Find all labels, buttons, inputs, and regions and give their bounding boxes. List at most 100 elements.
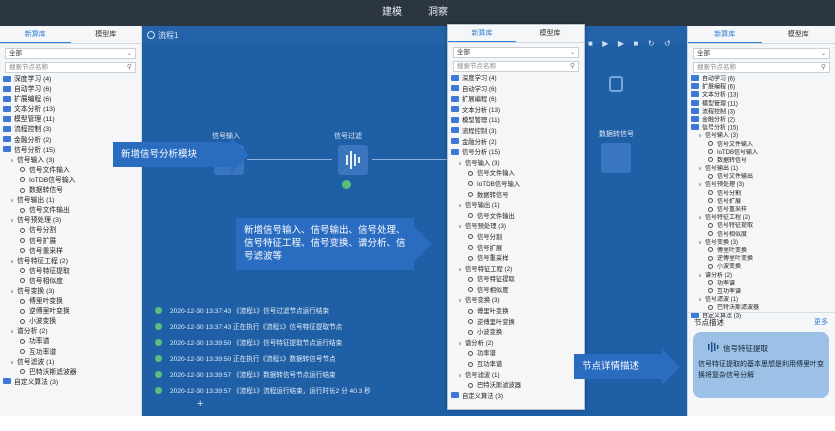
tree-leaf-node[interactable]: 数据转信号: [0, 186, 141, 196]
tree-leaf-node[interactable]: 数据转信号: [448, 191, 584, 202]
chevron-down-icon[interactable]: ∨: [10, 258, 14, 265]
tree-leaf-node[interactable]: IoTDB信号输入: [0, 176, 141, 186]
tree-leaf-node[interactable]: 功率谱: [688, 280, 835, 288]
tree-category[interactable]: 深度学习 (4): [0, 75, 141, 85]
nav-modeling[interactable]: 建模: [382, 7, 402, 18]
tree-leaf-node[interactable]: 信号分割: [448, 233, 584, 244]
chevron-down-icon[interactable]: ∨: [698, 215, 702, 222]
tree-category[interactable]: ∨信号变换 (3): [688, 239, 835, 247]
tree-category[interactable]: 扩展编程 (6): [0, 95, 141, 105]
tree-category[interactable]: ∨信号输入 (3): [448, 159, 584, 170]
tree-leaf-node[interactable]: 信号文件输入: [0, 166, 141, 176]
tree-leaf-node[interactable]: 信号扩展: [688, 198, 835, 206]
tree-leaf-node[interactable]: IoTDB信号输入: [688, 149, 835, 157]
tab-model-library[interactable]: 模型库: [787, 31, 809, 38]
tree-category[interactable]: ∨信号特征工程 (2): [0, 257, 141, 267]
tree-category[interactable]: ∨信号输入 (3): [0, 156, 141, 166]
tree-category[interactable]: 自动学习 (6): [0, 85, 141, 95]
tree-category[interactable]: 模型管理 (11): [0, 115, 141, 125]
chevron-down-icon[interactable]: ∨: [458, 266, 462, 273]
tree-category[interactable]: ∨谱分析 (2): [448, 339, 584, 350]
tree-category[interactable]: 自动学习 (6): [448, 85, 584, 96]
step-icon[interactable]: ▶: [617, 39, 625, 48]
tree-leaf-node[interactable]: 功率谱: [448, 349, 584, 360]
chevron-down-icon[interactable]: ∨: [10, 157, 14, 164]
tree-category[interactable]: ∨信号特征工程 (2): [688, 214, 835, 222]
tree-leaf-node[interactable]: 傅里叶变换: [0, 297, 141, 307]
tree-leaf-node[interactable]: 信号文件输入: [688, 141, 835, 149]
tree-category[interactable]: ∨信号变换 (3): [448, 296, 584, 307]
tree-category[interactable]: ∨信号输入 (3): [688, 132, 835, 140]
chevron-down-icon[interactable]: ∨: [698, 297, 702, 304]
chevron-down-icon[interactable]: ∨: [698, 182, 702, 189]
chevron-down-icon[interactable]: ∨: [458, 340, 462, 347]
tree-leaf-node[interactable]: 信号重采样: [448, 254, 584, 265]
tree-category[interactable]: 扩展编程 (6): [688, 83, 835, 91]
tree-category[interactable]: 信号分析 (15): [448, 148, 584, 159]
run-icon[interactable]: ▶: [602, 39, 609, 48]
chevron-down-icon[interactable]: ∨: [698, 133, 702, 140]
flow-title[interactable]: 流程1: [158, 31, 179, 40]
tree-leaf-node[interactable]: 小波变换: [688, 263, 835, 271]
tree-leaf-node[interactable]: 信号重采样: [0, 247, 141, 257]
chevron-down-icon[interactable]: ∨: [10, 218, 14, 225]
chevron-down-icon[interactable]: ∨: [10, 359, 14, 366]
chevron-down-icon[interactable]: ∨: [458, 224, 462, 231]
tab-model-library[interactable]: 模型库: [95, 31, 117, 38]
chevron-down-icon[interactable]: ∨: [698, 272, 702, 279]
tree-leaf-node[interactable]: IoTDB信号输入: [448, 180, 584, 191]
save-icon[interactable]: ■: [588, 39, 593, 48]
tree-leaf-node[interactable]: 数据转信号: [688, 157, 835, 165]
chevron-down-icon[interactable]: ∨: [458, 203, 462, 210]
tree-leaf-node[interactable]: 信号扩展: [0, 237, 141, 247]
tree-leaf-node[interactable]: 信号重采样: [688, 206, 835, 214]
tab-new-library[interactable]: 新算库: [688, 26, 762, 43]
tree-leaf-node[interactable]: 信号相似度: [688, 231, 835, 239]
tree-leaf-node[interactable]: 信号相似度: [448, 286, 584, 297]
tree-category[interactable]: 信号分析 (15): [0, 146, 141, 156]
tree-leaf-node[interactable]: 逆傅里叶变换: [0, 307, 141, 317]
chevron-down-icon[interactable]: ∨: [458, 160, 462, 167]
chevron-down-icon[interactable]: ∨: [698, 166, 702, 173]
tree-leaf-node[interactable]: 巴特沃斯滤波器: [688, 304, 835, 312]
tree-category[interactable]: ∨信号变换 (3): [0, 287, 141, 297]
tree-category[interactable]: 文本分析 (13): [0, 105, 141, 115]
undo-icon[interactable]: ↺: [663, 39, 671, 48]
tree-leaf-node[interactable]: 逆傅里叶变换: [688, 255, 835, 263]
tree-leaf-node[interactable]: 小波变换: [448, 328, 584, 339]
tree-category[interactable]: ∨信号输出 (1): [448, 201, 584, 212]
tree-category[interactable]: 自定义算法 (3): [0, 378, 141, 388]
search-input[interactable]: 搜索节点名称 ⚲: [5, 62, 136, 73]
more-link[interactable]: 更多: [814, 319, 828, 326]
tree-leaf-node[interactable]: 信号特征提取: [0, 267, 141, 277]
tree-category[interactable]: 文本分析 (13): [448, 106, 584, 117]
tree-category[interactable]: 文本分析 (13): [688, 91, 835, 99]
tree-leaf-node[interactable]: 信号分割: [688, 190, 835, 198]
tree-leaf-node[interactable]: 信号相似度: [0, 277, 141, 287]
tree-category[interactable]: ∨信号特征工程 (2): [448, 265, 584, 276]
flow-canvas[interactable]: 流程1 信号输入 信号过滤 数据转信号: [142, 26, 687, 416]
tree-leaf-node[interactable]: 信号文件输出: [0, 206, 141, 216]
chevron-down-icon[interactable]: ∨: [458, 372, 462, 379]
tree-category[interactable]: ∨信号预处理 (3): [448, 222, 584, 233]
tab-new-library[interactable]: 新算库: [448, 25, 516, 42]
tree-leaf-node[interactable]: 信号特征提取: [688, 222, 835, 230]
nav-insight[interactable]: 洞察: [428, 7, 448, 18]
tree-category[interactable]: ∨信号预处理 (3): [0, 216, 141, 226]
chevron-down-icon[interactable]: ∨: [10, 329, 14, 336]
tree-category[interactable]: ∨信号滤波 (1): [0, 358, 141, 368]
tree-category[interactable]: 模型管理 (11): [688, 99, 835, 108]
tree-category[interactable]: ∨信号滤波 (1): [448, 371, 584, 382]
tree-category[interactable]: 金融分析 (2): [448, 138, 584, 149]
tree-leaf-node[interactable]: 信号文件输入: [448, 169, 584, 180]
tree-category[interactable]: 扩展编程 (6): [448, 95, 584, 106]
tree-category[interactable]: 自定义算法 (3): [688, 312, 835, 320]
refresh-icon[interactable]: ↻: [647, 39, 655, 48]
tree-category[interactable]: ∨谱分析 (2): [0, 327, 141, 337]
tree-leaf-node[interactable]: 信号特征提取: [448, 275, 584, 286]
tree-category[interactable]: 自定义算法 (3): [448, 392, 584, 403]
tree-leaf-node[interactable]: 巴特沃斯滤波器: [448, 381, 584, 392]
search-input[interactable]: 搜索节点名称 ⚲: [693, 62, 830, 73]
tree-leaf-node[interactable]: 傅里叶变换: [448, 307, 584, 318]
tree-leaf-node[interactable]: 信号文件输出: [448, 212, 584, 223]
